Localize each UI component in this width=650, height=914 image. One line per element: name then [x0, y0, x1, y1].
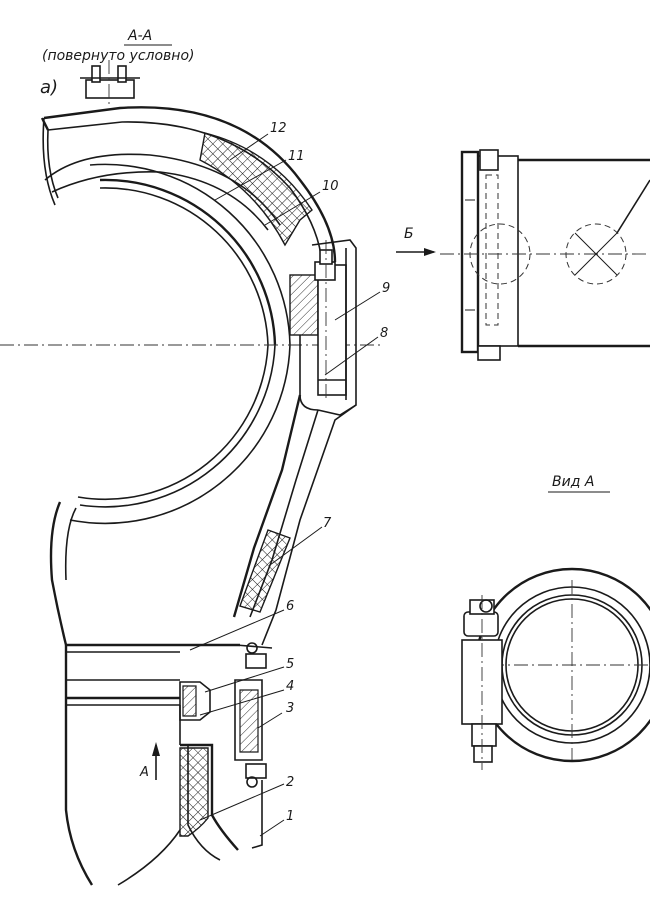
section-title: А-А (повернуто условно) а) — [40, 28, 194, 98]
lower-housing — [49, 394, 319, 646]
view-a-label: Вид А — [552, 474, 594, 490]
pad-7 — [239, 529, 291, 613]
bearing-bore — [69, 163, 291, 525]
label-10: 10 — [322, 179, 339, 194]
leader-lines — [189, 133, 381, 837]
view-b: Б — [396, 149, 650, 361]
section-name: А-А — [127, 28, 152, 44]
label-4: 4 — [286, 679, 294, 694]
arrow-a-letter: А — [139, 765, 149, 780]
section-note: (повернуто условно) — [42, 48, 194, 64]
label-7: 7 — [323, 516, 332, 531]
insulation-pad-12 — [199, 132, 313, 247]
part-labels: 12 11 10 9 8 7 6 5 4 3 2 1 — [270, 121, 390, 824]
label-6: 6 — [286, 599, 294, 614]
arrow-a: А — [139, 742, 160, 780]
tube-band — [64, 643, 240, 706]
label-2: 2 — [286, 775, 294, 790]
bolt-block — [289, 240, 347, 411]
side-cover — [311, 239, 357, 416]
label-12: 12 — [270, 121, 287, 136]
section-view-a-a: А 12 11 10 9 8 7 6 5 4 3 — [0, 60, 390, 886]
bracket-3-4 — [234, 642, 273, 788]
view-b-letter: Б — [404, 226, 414, 242]
label-3: 3 — [286, 701, 294, 716]
label-5: 5 — [286, 657, 294, 672]
plate-1 — [251, 780, 263, 849]
insulation-pad-2 — [179, 747, 209, 837]
top-clamp-bracket — [80, 60, 140, 104]
label-8: 8 — [380, 326, 388, 341]
view-a: Вид А — [461, 474, 650, 770]
label-1: 1 — [286, 809, 294, 824]
guard-plate — [261, 404, 357, 646]
label-9: 9 — [382, 281, 390, 296]
view-letter: а) — [40, 77, 58, 98]
lower-pipe — [64, 705, 239, 886]
label-11: 11 — [288, 149, 305, 164]
